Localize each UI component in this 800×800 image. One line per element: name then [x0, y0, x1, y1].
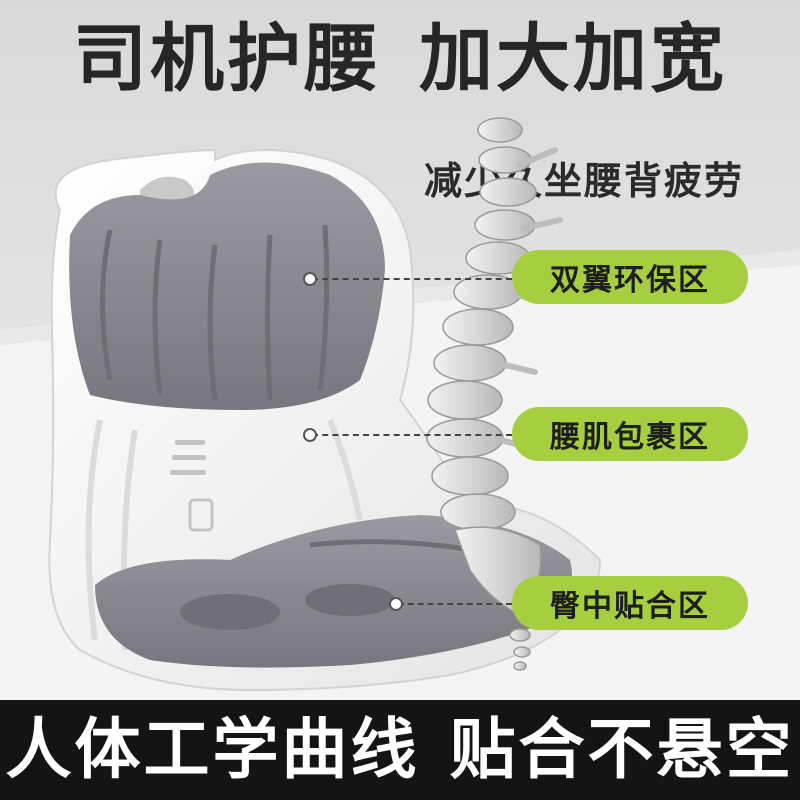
headline: 司机护腰加大加宽	[0, 22, 800, 96]
callout-dot-2	[303, 428, 317, 442]
callout-label-2: 腰肌包裹区	[512, 407, 748, 461]
callout-line-3	[398, 603, 512, 605]
callout-label-1: 双翼环保区	[512, 250, 748, 304]
callout-dot-1	[303, 272, 317, 286]
callout-line-1	[312, 278, 512, 280]
backrest-cushion	[69, 162, 385, 410]
subtitle: 减少久坐腰背疲劳	[423, 159, 744, 203]
footer-part-1: 人体工学曲线	[5, 711, 420, 788]
callout-label-3: 臀中贴合区	[512, 576, 748, 630]
callout-line-2	[312, 434, 512, 436]
footer-band	[0, 700, 800, 800]
headline-part-2: 加大加宽	[419, 16, 727, 102]
headline-part-1: 司机护腰	[73, 16, 381, 102]
footer-text: 人体工学曲线贴合不悬空	[0, 708, 800, 792]
footer-part-2: 贴合不悬空	[449, 711, 795, 788]
callout-dot-3	[389, 597, 403, 611]
